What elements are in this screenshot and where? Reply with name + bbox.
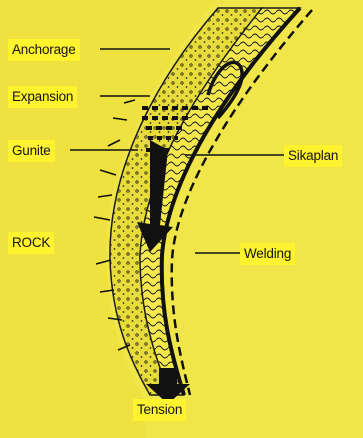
label-sikaplan: Sikaplan [284,145,342,167]
label-rock: ROCK [8,232,54,254]
label-welding: Welding [240,243,295,265]
label-tension: Tension [133,399,186,421]
label-expansion: Expansion [8,86,77,108]
label-gunite: Gunite [8,140,55,162]
label-anchorage: Anchorage [8,39,80,61]
